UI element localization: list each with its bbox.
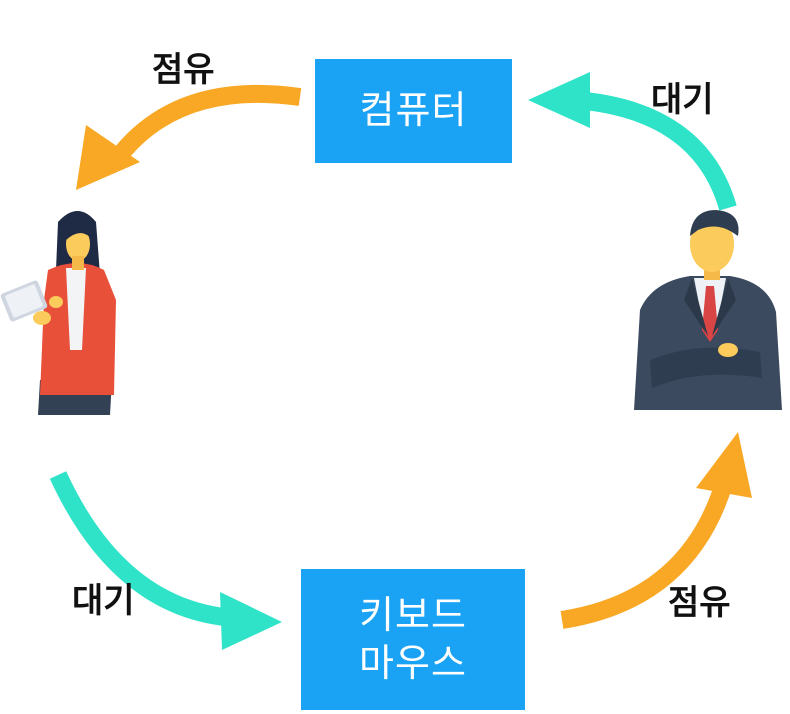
- keyboard-label: 키보드: [359, 593, 467, 637]
- label-wait-top: 대기: [651, 80, 714, 120]
- label-occupy-top: 점유: [152, 50, 215, 90]
- arrow-occupy-bottom: [560, 432, 752, 629]
- computer-box: 컴퓨터: [315, 59, 512, 163]
- keyboard-mouse-box: 키보드 마우스: [301, 569, 525, 710]
- label-wait-bottom: 대기: [72, 581, 135, 621]
- mouse-label: 마우스: [359, 640, 467, 685]
- man-figure: [634, 210, 782, 410]
- arrow-occupy-top: [76, 84, 302, 190]
- woman-figure: [0, 211, 116, 415]
- arrow-wait-bottom: [49, 471, 282, 650]
- computer-label: 컴퓨터: [359, 88, 468, 133]
- arrow-wait-top: [528, 72, 737, 211]
- label-occupy-bottom: 점유: [668, 583, 731, 623]
